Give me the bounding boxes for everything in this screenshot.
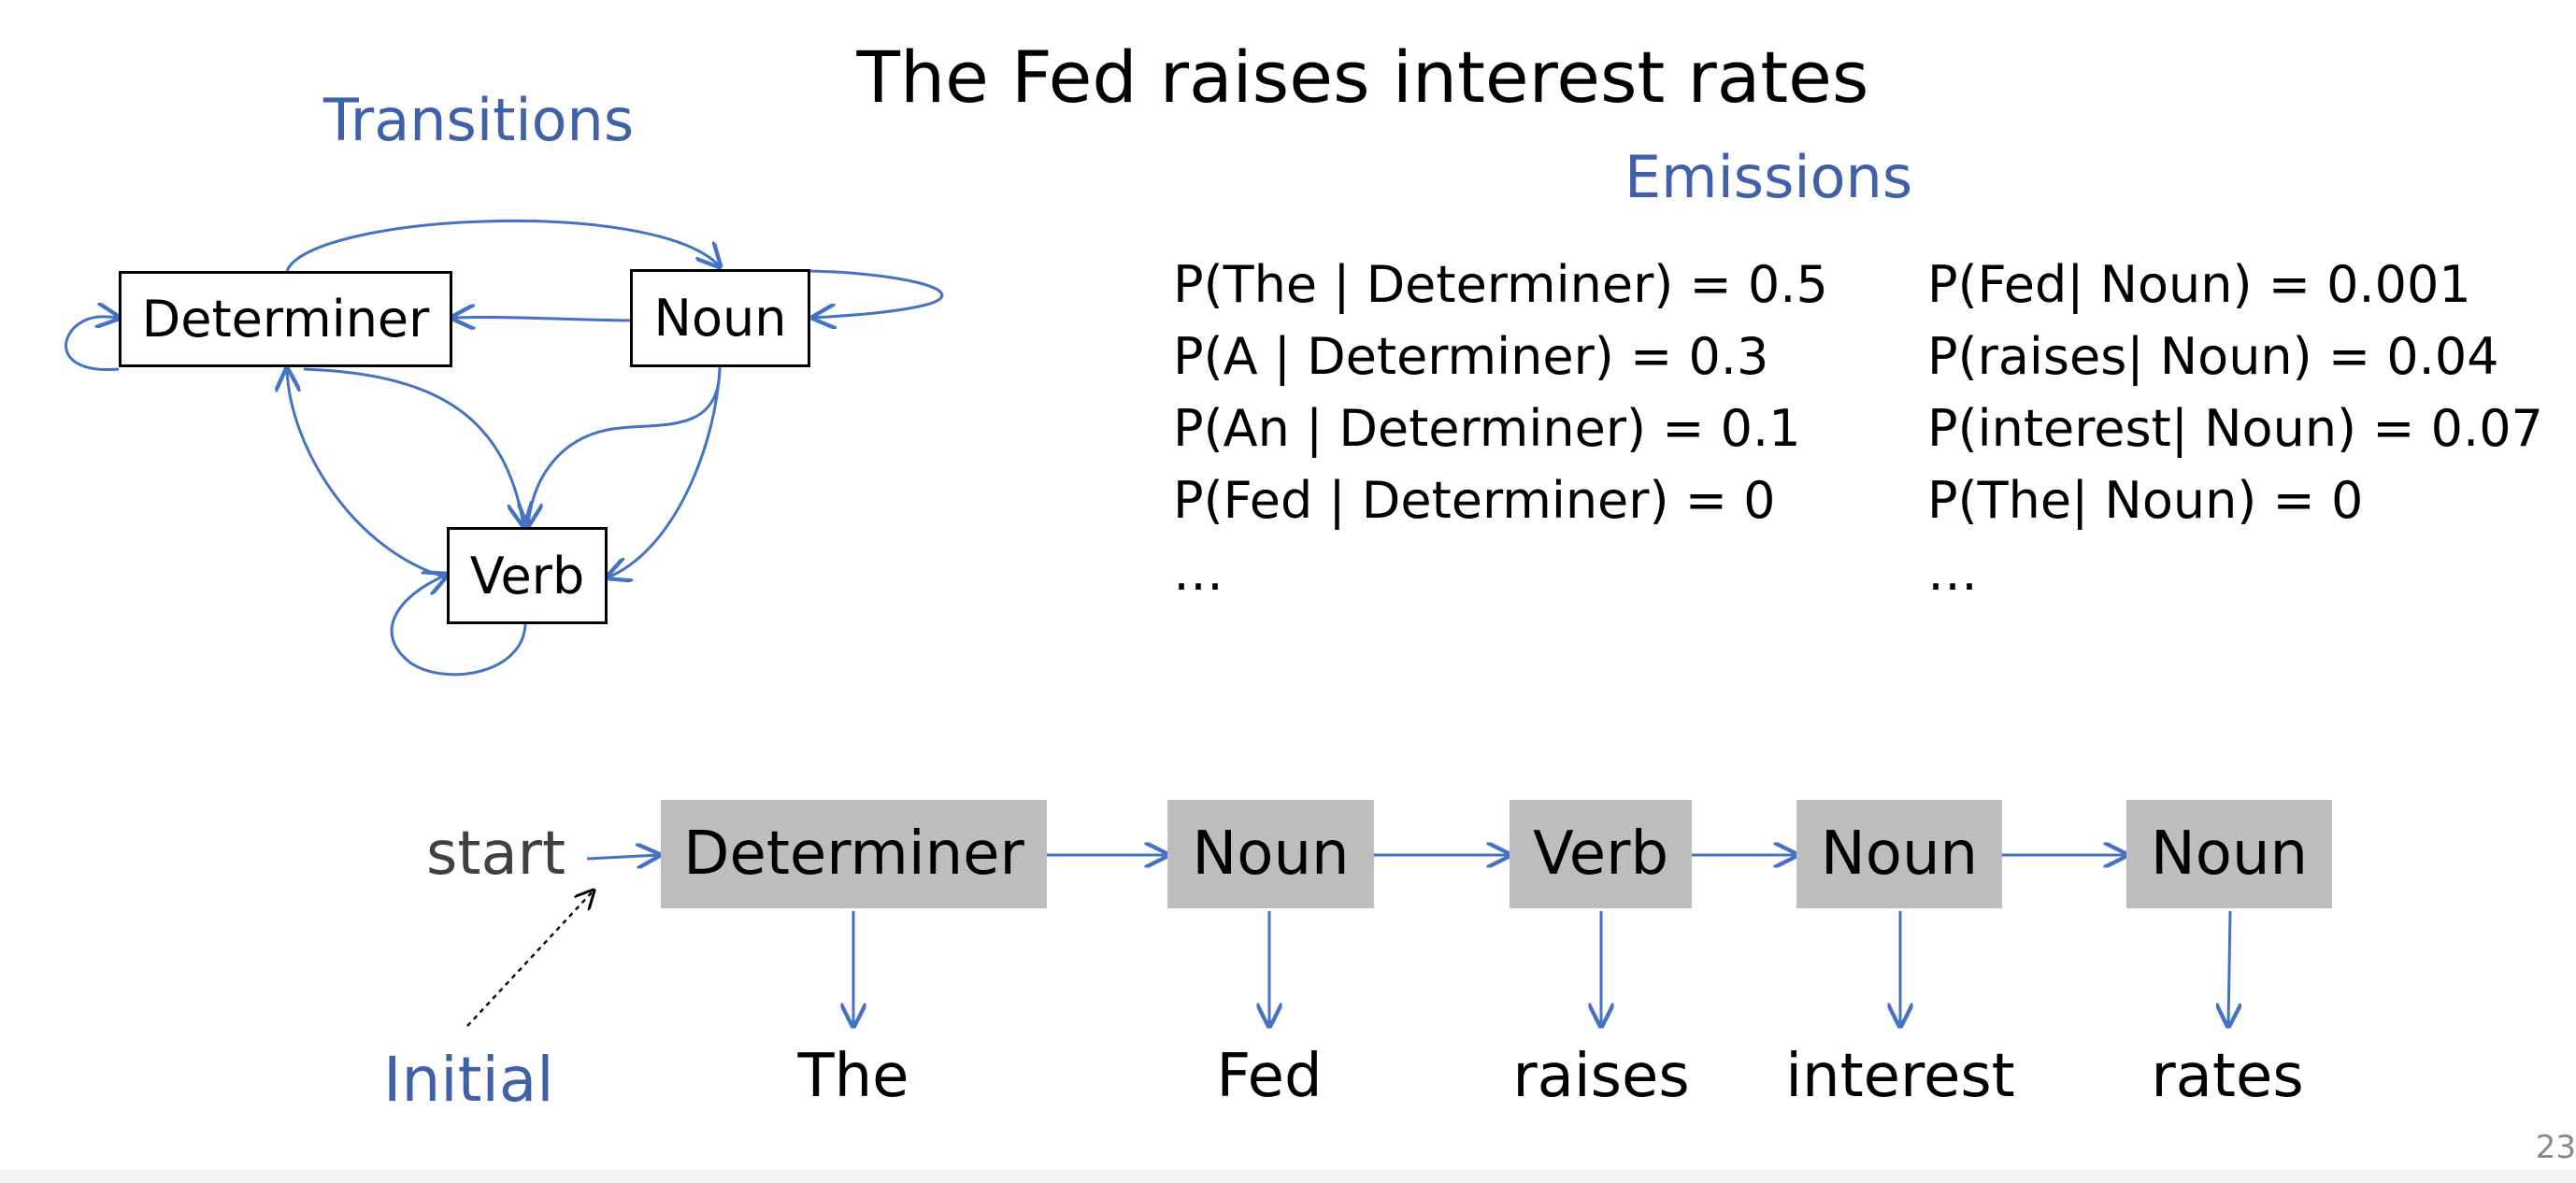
emission-line: P(interest| Noun) = 0.07	[1927, 399, 2543, 458]
edge-noun-to-verb-b	[608, 368, 722, 577]
word-4: interest	[1785, 1042, 2015, 1111]
start-label: start	[426, 820, 566, 889]
tag-box-1: Determiner	[661, 800, 1047, 908]
emit-arrow-5	[2228, 910, 2230, 1026]
emission-line: P(A | Determiner) = 0.3	[1173, 327, 1769, 386]
emissions-noun-list: P(Fed| Noun) = 0.001 P(raises| Noun) = 0…	[1927, 249, 2543, 608]
emission-line: …	[1173, 543, 1224, 602]
tag-box-4: Noun	[1796, 800, 2002, 908]
emission-line: P(The| Noun) = 0	[1927, 471, 2364, 530]
emission-line: …	[1927, 543, 1978, 602]
emission-line: P(Fed | Determiner) = 0	[1173, 471, 1776, 530]
edge-determiner-to-verb	[303, 367, 523, 525]
initial-label: Initial	[383, 1044, 554, 1116]
state-determiner: Determiner	[119, 271, 452, 367]
edge-verb-to-determiner	[287, 369, 448, 579]
transitions-heading: Transitions	[323, 86, 635, 154]
emission-line: P(An | Determiner) = 0.1	[1173, 399, 1801, 458]
emission-line: P(Fed| Noun) = 0.001	[1927, 255, 2471, 314]
slide-footer-strip	[0, 1170, 2576, 1183]
state-verb: Verb	[447, 527, 608, 624]
page-title: The Fed raises interest rates	[856, 36, 1869, 119]
slide-number: 23	[2535, 1129, 2576, 1166]
emission-line: P(raises| Noun) = 0.04	[1927, 327, 2499, 386]
edge-determiner-self	[64, 317, 119, 372]
emissions-heading: Emissions	[1624, 143, 1913, 211]
initial-dotted-arrow	[466, 891, 594, 1027]
state-noun: Noun	[630, 269, 810, 367]
word-5: rates	[2151, 1042, 2304, 1111]
word-1: The	[797, 1042, 909, 1111]
edge-noun-to-verb	[528, 366, 722, 525]
edge-noun-self	[809, 269, 944, 318]
tag-box-3: Verb	[1510, 800, 1692, 908]
word-2: Fed	[1216, 1042, 1323, 1111]
emissions-determiner-list: P(The | Determiner) = 0.5 P(A | Determin…	[1173, 249, 1828, 608]
emission-line: P(The | Determiner) = 0.5	[1173, 255, 1828, 314]
word-3: raises	[1512, 1042, 1690, 1111]
tag-box-5: Noun	[2126, 800, 2332, 908]
edge-start-to-tag1	[586, 855, 659, 859]
edge-verb-self	[390, 575, 527, 677]
tag-box-2: Noun	[1167, 800, 1374, 908]
edge-noun-to-determiner	[452, 317, 631, 321]
edge-determiner-to-noun	[285, 219, 720, 272]
